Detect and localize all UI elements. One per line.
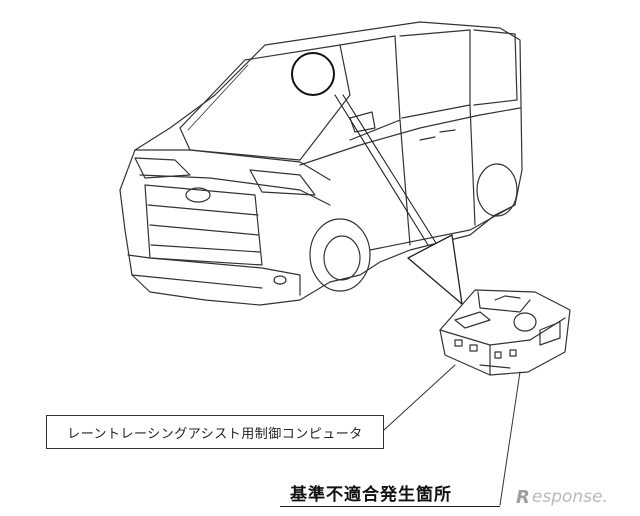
sensor-location-circle (291, 52, 335, 96)
arrow-to-computer (334, 94, 463, 305)
van-drawing (119, 21, 523, 306)
part-name-label: レーントレーシングアシスト用制御コンピュータ (46, 415, 384, 449)
part-leader-line (383, 364, 456, 431)
defect-leader-line (499, 371, 521, 506)
control-computer-illustration (439, 289, 571, 376)
brand-watermark: R esponse. (516, 486, 634, 508)
brand-watermark-text: esponse. (531, 487, 608, 507)
defect-label-underline (280, 506, 500, 507)
defect-location-label: 基準不適合発生箇所 (290, 485, 452, 505)
brand-logo-icon: R (516, 486, 530, 508)
